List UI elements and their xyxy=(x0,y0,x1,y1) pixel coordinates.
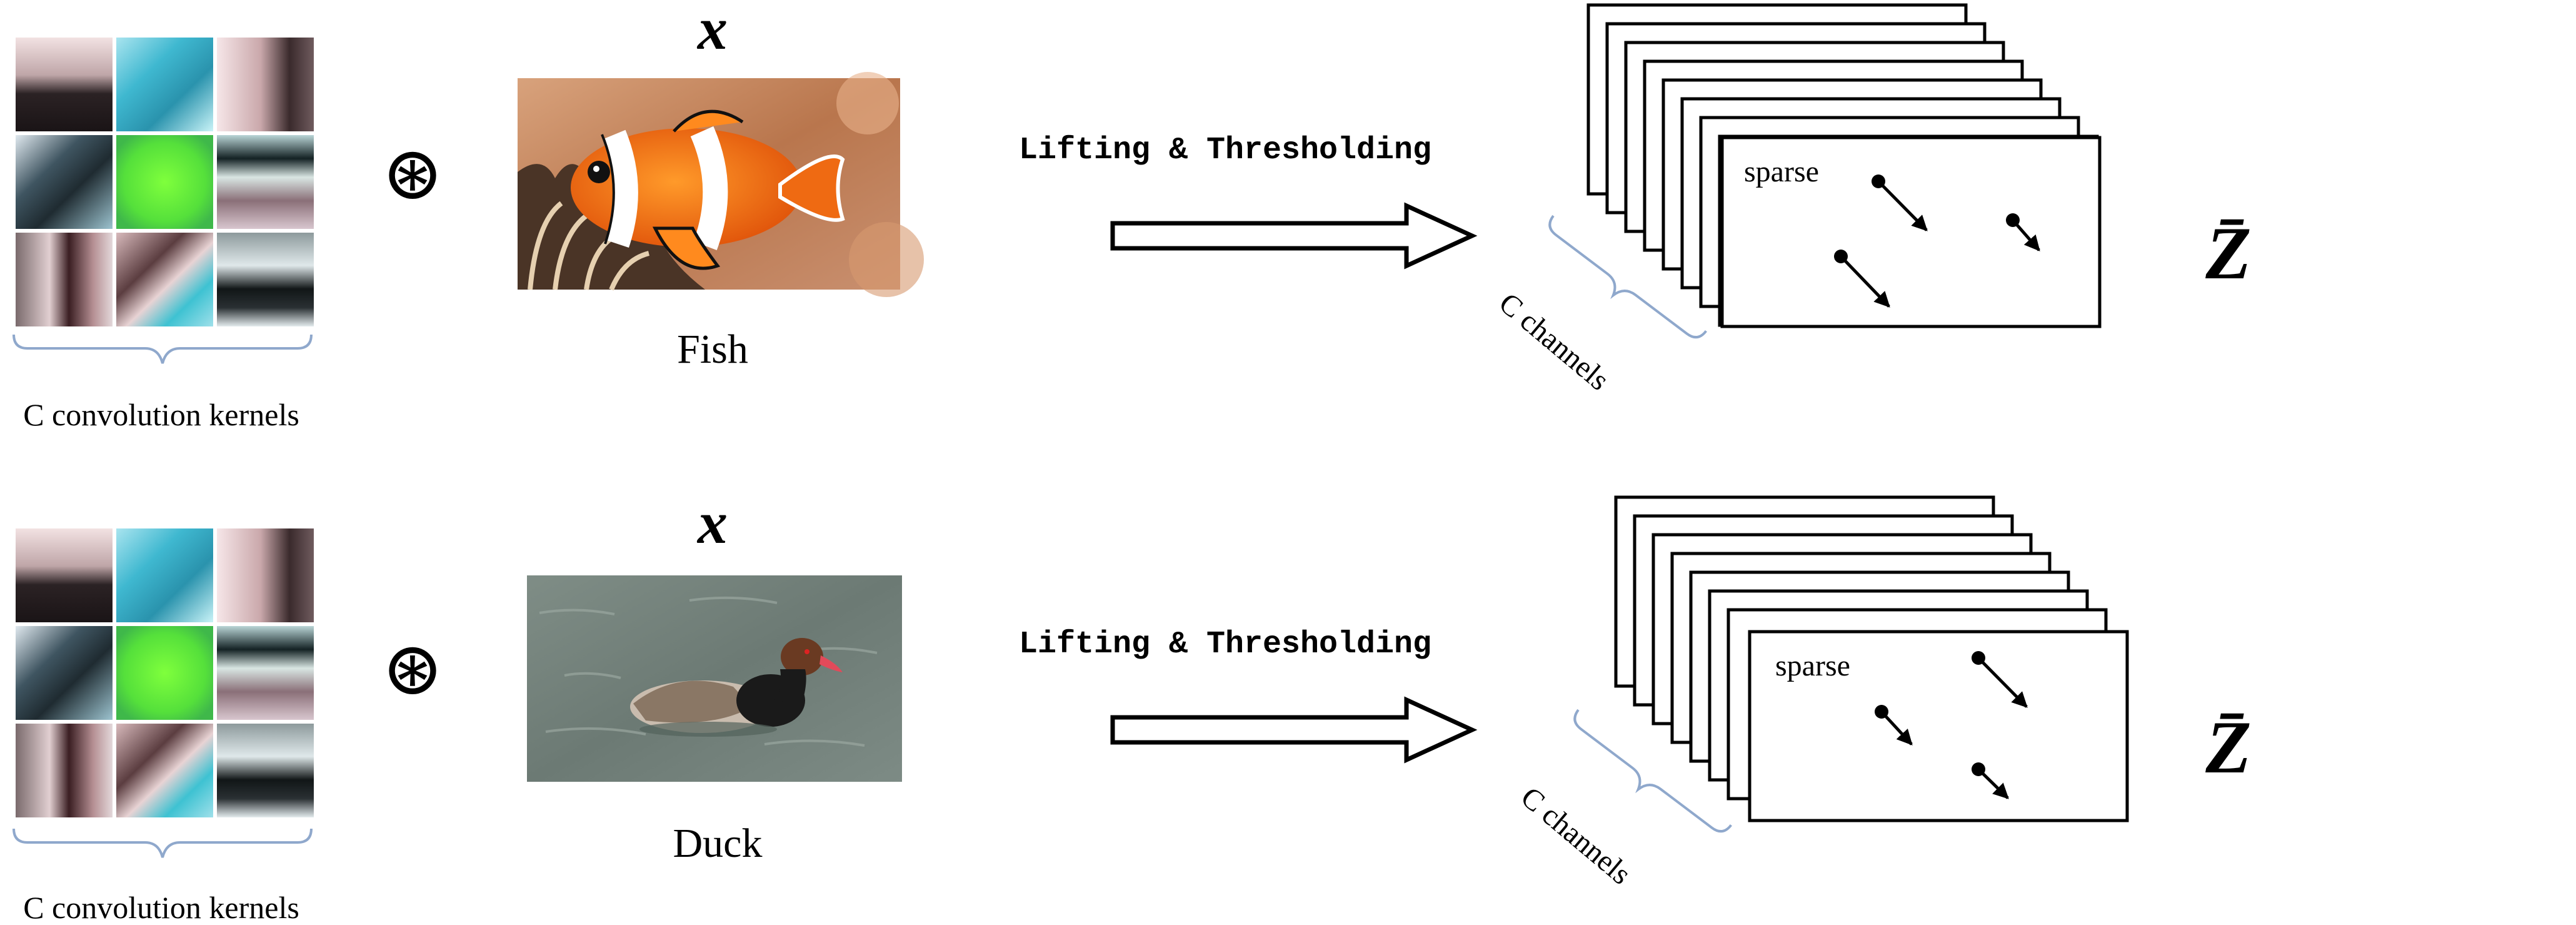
duck-image xyxy=(527,575,902,782)
channel-front: sparse xyxy=(1720,136,2102,328)
convolution-operator: ⊛ xyxy=(381,627,444,710)
channel-brace xyxy=(1548,215,1707,339)
kernel-brace xyxy=(13,827,313,859)
channels-label: C channels xyxy=(1493,286,1615,397)
fish-image xyxy=(518,72,924,297)
clownfish xyxy=(571,109,845,270)
kernels-label: C convolution kernels xyxy=(23,890,299,925)
arrow-label: Lifting & Thresholding xyxy=(1019,627,1431,662)
sparse-vectors xyxy=(1834,174,2040,308)
lifting-arrow xyxy=(1113,206,1472,266)
kernels-label: C convolution kernels xyxy=(23,397,299,432)
row-duck: C convolution kernels ⊛ x Duck xyxy=(13,489,2252,925)
duck xyxy=(630,638,843,737)
arrow-label: Lifting & Thresholding xyxy=(1019,133,1431,168)
kernel-grid xyxy=(16,38,314,326)
sparse-label: sparse xyxy=(1775,649,1850,682)
channel-front: sparse xyxy=(1748,630,2129,822)
kernel-brace xyxy=(13,333,313,365)
image-label: Fish xyxy=(677,326,748,372)
convolution-operator: ⊛ xyxy=(381,132,444,215)
channel-brace xyxy=(1573,709,1732,833)
channels-label: C channels xyxy=(1515,781,1637,891)
row-fish: C convolution kernels ⊛ x xyxy=(13,0,2252,432)
input-symbol: x xyxy=(696,0,728,62)
input-symbol: x xyxy=(696,489,728,556)
output-symbol: Z̄ xyxy=(2205,705,2251,789)
sparse-vectors xyxy=(1875,651,2028,799)
sparse-label: sparse xyxy=(1744,155,1819,188)
image-label: Duck xyxy=(673,821,763,866)
kernel-grid xyxy=(16,528,314,817)
output-symbol: Z̄ xyxy=(2205,211,2251,295)
lifting-arrow xyxy=(1113,700,1472,760)
